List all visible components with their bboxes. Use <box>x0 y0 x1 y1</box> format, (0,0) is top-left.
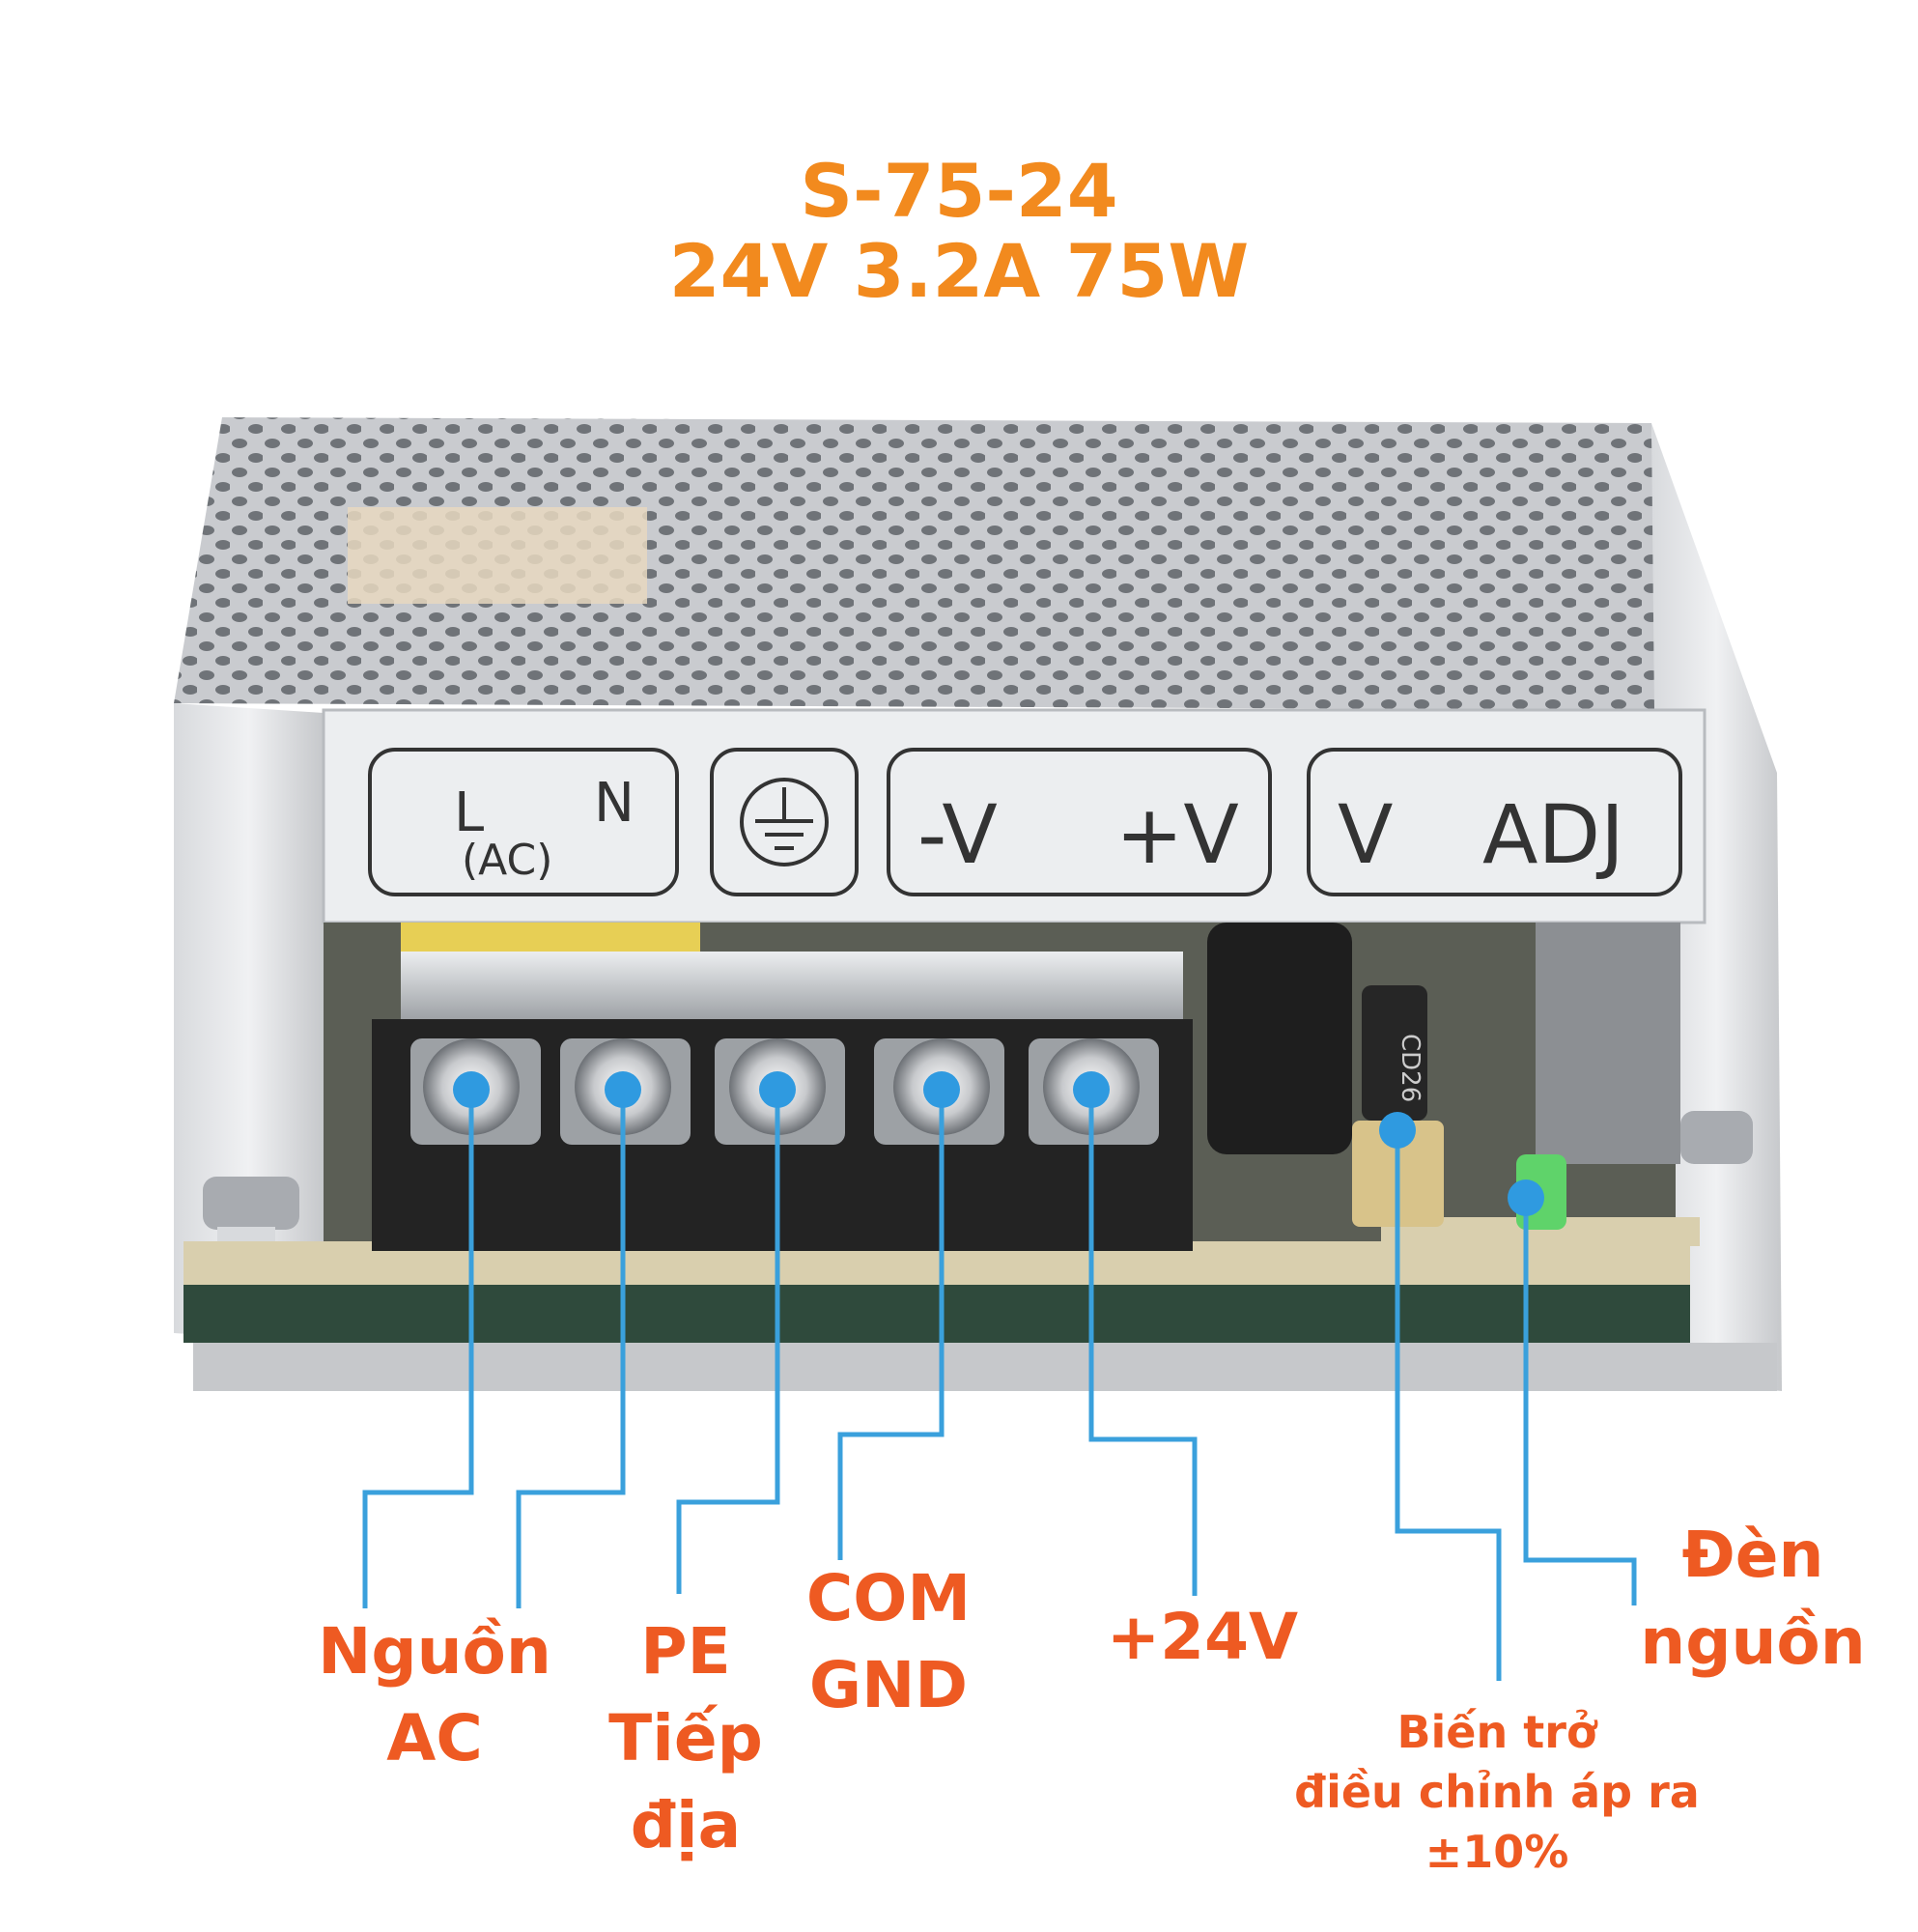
callout-ac-source: Nguồn AC <box>290 1608 579 1782</box>
callout-potentiometer-line-3: ±10% <box>1424 1826 1569 1878</box>
voltage-adjust-box <box>1307 748 1682 896</box>
callout-lines <box>362 1090 1637 1681</box>
dot-pe <box>759 1071 796 1108</box>
callout-power-led-line-1: Đèn <box>1681 1518 1824 1592</box>
terminal-cover-bar <box>401 952 1183 1019</box>
leader-plus-24v <box>1088 1090 1198 1596</box>
leader-ac-l <box>362 1090 474 1608</box>
electrolytic-capacitor <box>1362 985 1427 1121</box>
callout-plus-24v: +24V <box>1086 1594 1318 1681</box>
callout-pe-ground-line-2: Tiếp <box>608 1701 763 1776</box>
callout-com-gnd-line-1: COM <box>805 1561 972 1635</box>
dot-ac-n <box>605 1071 641 1108</box>
product-model-title: S-75-24 <box>800 148 1118 234</box>
dc-minus-label: -V <box>917 787 998 882</box>
callout-ac-source-line-1: Nguồn <box>318 1614 551 1689</box>
perforated-top-cover <box>174 417 1656 710</box>
adj-label: ADJ <box>1482 787 1624 882</box>
ground-box <box>710 748 859 896</box>
capacitor-marking: CD26 <box>1396 1034 1424 1102</box>
callout-ac-source-line-2: AC <box>386 1701 483 1776</box>
product-specs-title: 24V 3.2A 75W <box>668 228 1250 314</box>
leader-pe <box>676 1090 780 1594</box>
callout-com-gnd: COM GND <box>773 1555 1004 1729</box>
ac-neutral-label: N <box>594 772 635 835</box>
dc-plus-label: +V <box>1115 787 1239 882</box>
callout-pe-ground-line-3: địa <box>630 1788 742 1862</box>
leader-com <box>837 1090 945 1560</box>
callout-plus-24v-line-1: +24V <box>1106 1600 1299 1674</box>
adj-v-label: V <box>1338 787 1393 882</box>
dot-potentiometer <box>1379 1112 1416 1149</box>
ac-input-box <box>368 748 679 896</box>
terminal-block <box>372 952 1193 1251</box>
dot-plus-24v <box>1073 1071 1110 1108</box>
dc-output-box <box>887 748 1272 896</box>
leader-ac-n <box>516 1090 626 1608</box>
callout-potentiometer: Biến trở điều chỉnh áp ra ±10% <box>1255 1702 1738 1882</box>
ground-symbol-icon <box>740 778 829 867</box>
callout-dots <box>453 1071 1544 1216</box>
dot-com <box>923 1071 960 1108</box>
callout-power-led-line-2: nguồn <box>1640 1605 1866 1679</box>
leader-led <box>1523 1198 1637 1605</box>
leader-potentiometer <box>1395 1130 1502 1681</box>
ac-line-label: L <box>454 781 484 844</box>
ac-type-label: (AC) <box>462 836 552 885</box>
callout-pe-ground: PE Tiếp địa <box>570 1608 802 1869</box>
callout-potentiometer-line-1: Biến trở <box>1396 1706 1597 1758</box>
right-side-panel <box>1651 423 1782 1391</box>
dot-ac-l <box>453 1071 490 1108</box>
callout-potentiometer-line-2: điều chỉnh áp ra <box>1294 1766 1700 1818</box>
left-side-panel <box>174 703 324 1343</box>
callout-pe-ground-line-1: PE <box>640 1614 731 1689</box>
callout-power-led: Đèn nguồn <box>1603 1512 1903 1686</box>
front-label-panel: L N (AC) -V +V V ADJ <box>322 708 1706 924</box>
dot-led <box>1508 1179 1544 1216</box>
callout-com-gnd-line-2: GND <box>808 1648 969 1722</box>
